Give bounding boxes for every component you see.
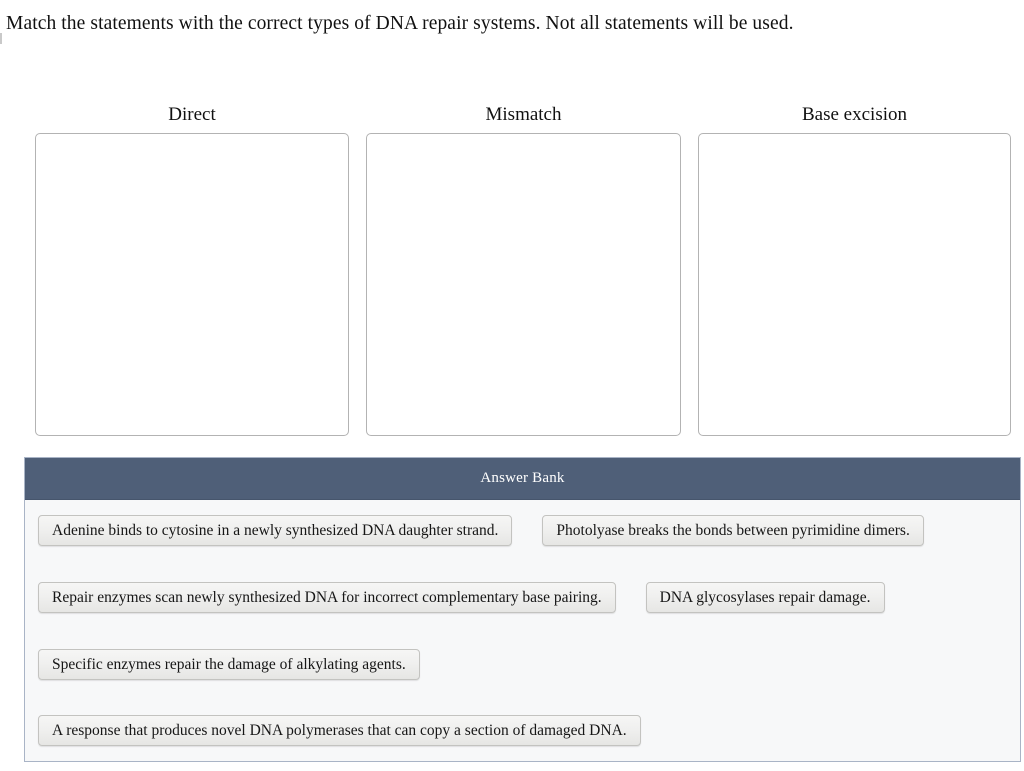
left-edge-marker	[0, 33, 2, 44]
answer-bank-row: Specific enzymes repair the damage of al…	[25, 649, 1020, 680]
category-columns: Direct Mismatch Base excision	[0, 103, 1024, 438]
answer-chip[interactable]: Specific enzymes repair the damage of al…	[38, 649, 420, 680]
answer-bank-panel: Answer Bank Adenine binds to cytosine in…	[24, 457, 1021, 762]
answer-chip[interactable]: A response that produces novel DNA polym…	[38, 715, 641, 746]
answer-bank-body: Adenine binds to cytosine in a newly syn…	[25, 500, 1020, 762]
dropzone-mismatch[interactable]	[366, 133, 681, 436]
page-title: Match the statements with the correct ty…	[6, 13, 794, 34]
answer-chip[interactable]: Photolyase breaks the bonds between pyri…	[542, 515, 924, 546]
answer-chip[interactable]: Adenine binds to cytosine in a newly syn…	[38, 515, 513, 546]
dropzone-base-excision[interactable]	[698, 133, 1011, 436]
dropzone-direct[interactable]	[35, 133, 349, 436]
category-column-base-excision: Base excision	[698, 103, 1011, 436]
answer-bank-title: Answer Bank	[25, 458, 1020, 500]
answer-chip[interactable]: Repair enzymes scan newly synthesized DN…	[38, 582, 616, 613]
category-label-mismatch: Mismatch	[485, 104, 562, 125]
answer-bank-row: Adenine binds to cytosine in a newly syn…	[25, 515, 1020, 546]
category-label-direct: Direct	[168, 104, 216, 125]
answer-chip[interactable]: DNA glycosylases repair damage.	[645, 582, 885, 613]
answer-bank-row: Repair enzymes scan newly synthesized DN…	[25, 582, 1020, 613]
category-label-base-excision: Base excision	[801, 104, 907, 125]
category-column-direct: Direct	[35, 103, 349, 436]
answer-bank-row: A response that produces novel DNA polym…	[25, 715, 1020, 746]
category-column-mismatch: Mismatch	[366, 103, 681, 436]
